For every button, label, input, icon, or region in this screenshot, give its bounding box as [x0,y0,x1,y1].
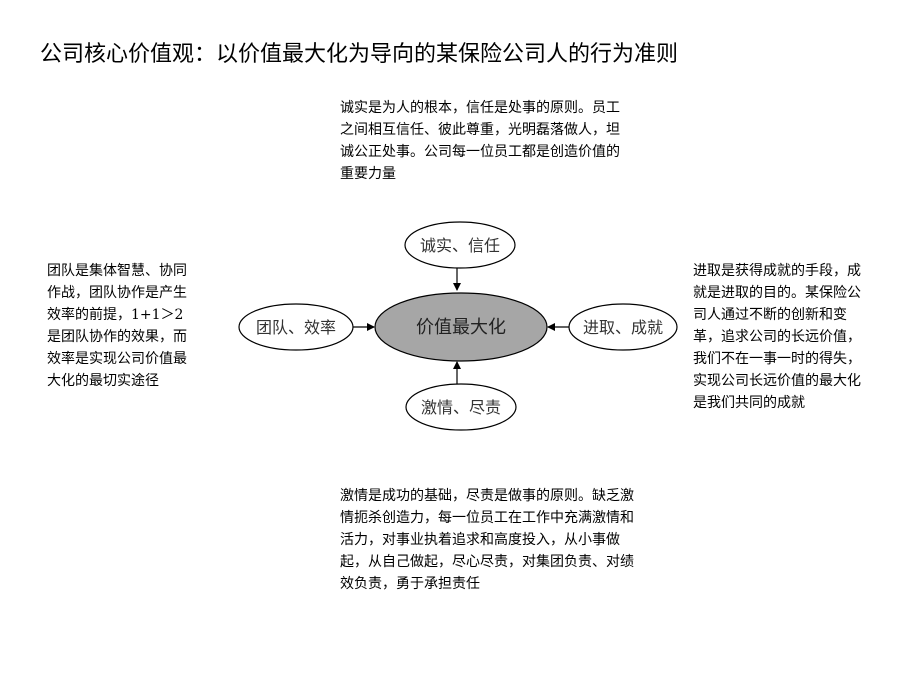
node-progress-achievement [568,303,678,351]
page-title: 公司核心价值观：以价值最大化为导向的某保险公司人的行为准则 [40,42,679,67]
node-passion-responsibility [405,383,517,431]
description-progress-achievement: 进取是获得成就的手段，成就是进取的目的。某保险公司人通过不断的创新和变革，追求公… [693,263,861,411]
description-honesty-trust: 诚实是为人的根本，信任是处事的原则。员工之间相互信任、彼此尊重，光明磊落做人，坦… [340,100,620,182]
description-passion-responsibility: 激情是成功的基础，尽责是做事的原则。缺乏激情扼杀创造力，每一位员工在工作中充满激… [340,488,634,592]
center-node-label: 价值最大化 [416,317,506,338]
node-team-efficiency [238,303,354,351]
node-honesty-trust [404,221,516,269]
node-team-efficiency-label: 团队、效率 [256,318,336,337]
description-team-efficiency: 团队是集体智慧、协同作战，团队协作是产生效率的前提，1+1＞2是团队协作的效果，… [47,263,187,389]
node-progress-achievement-label: 进取、成就 [583,318,663,337]
node-honesty-trust-label: 诚实、信任 [420,236,500,255]
center-node [374,292,548,362]
node-passion-responsibility-label: 激情、尽责 [421,398,501,417]
